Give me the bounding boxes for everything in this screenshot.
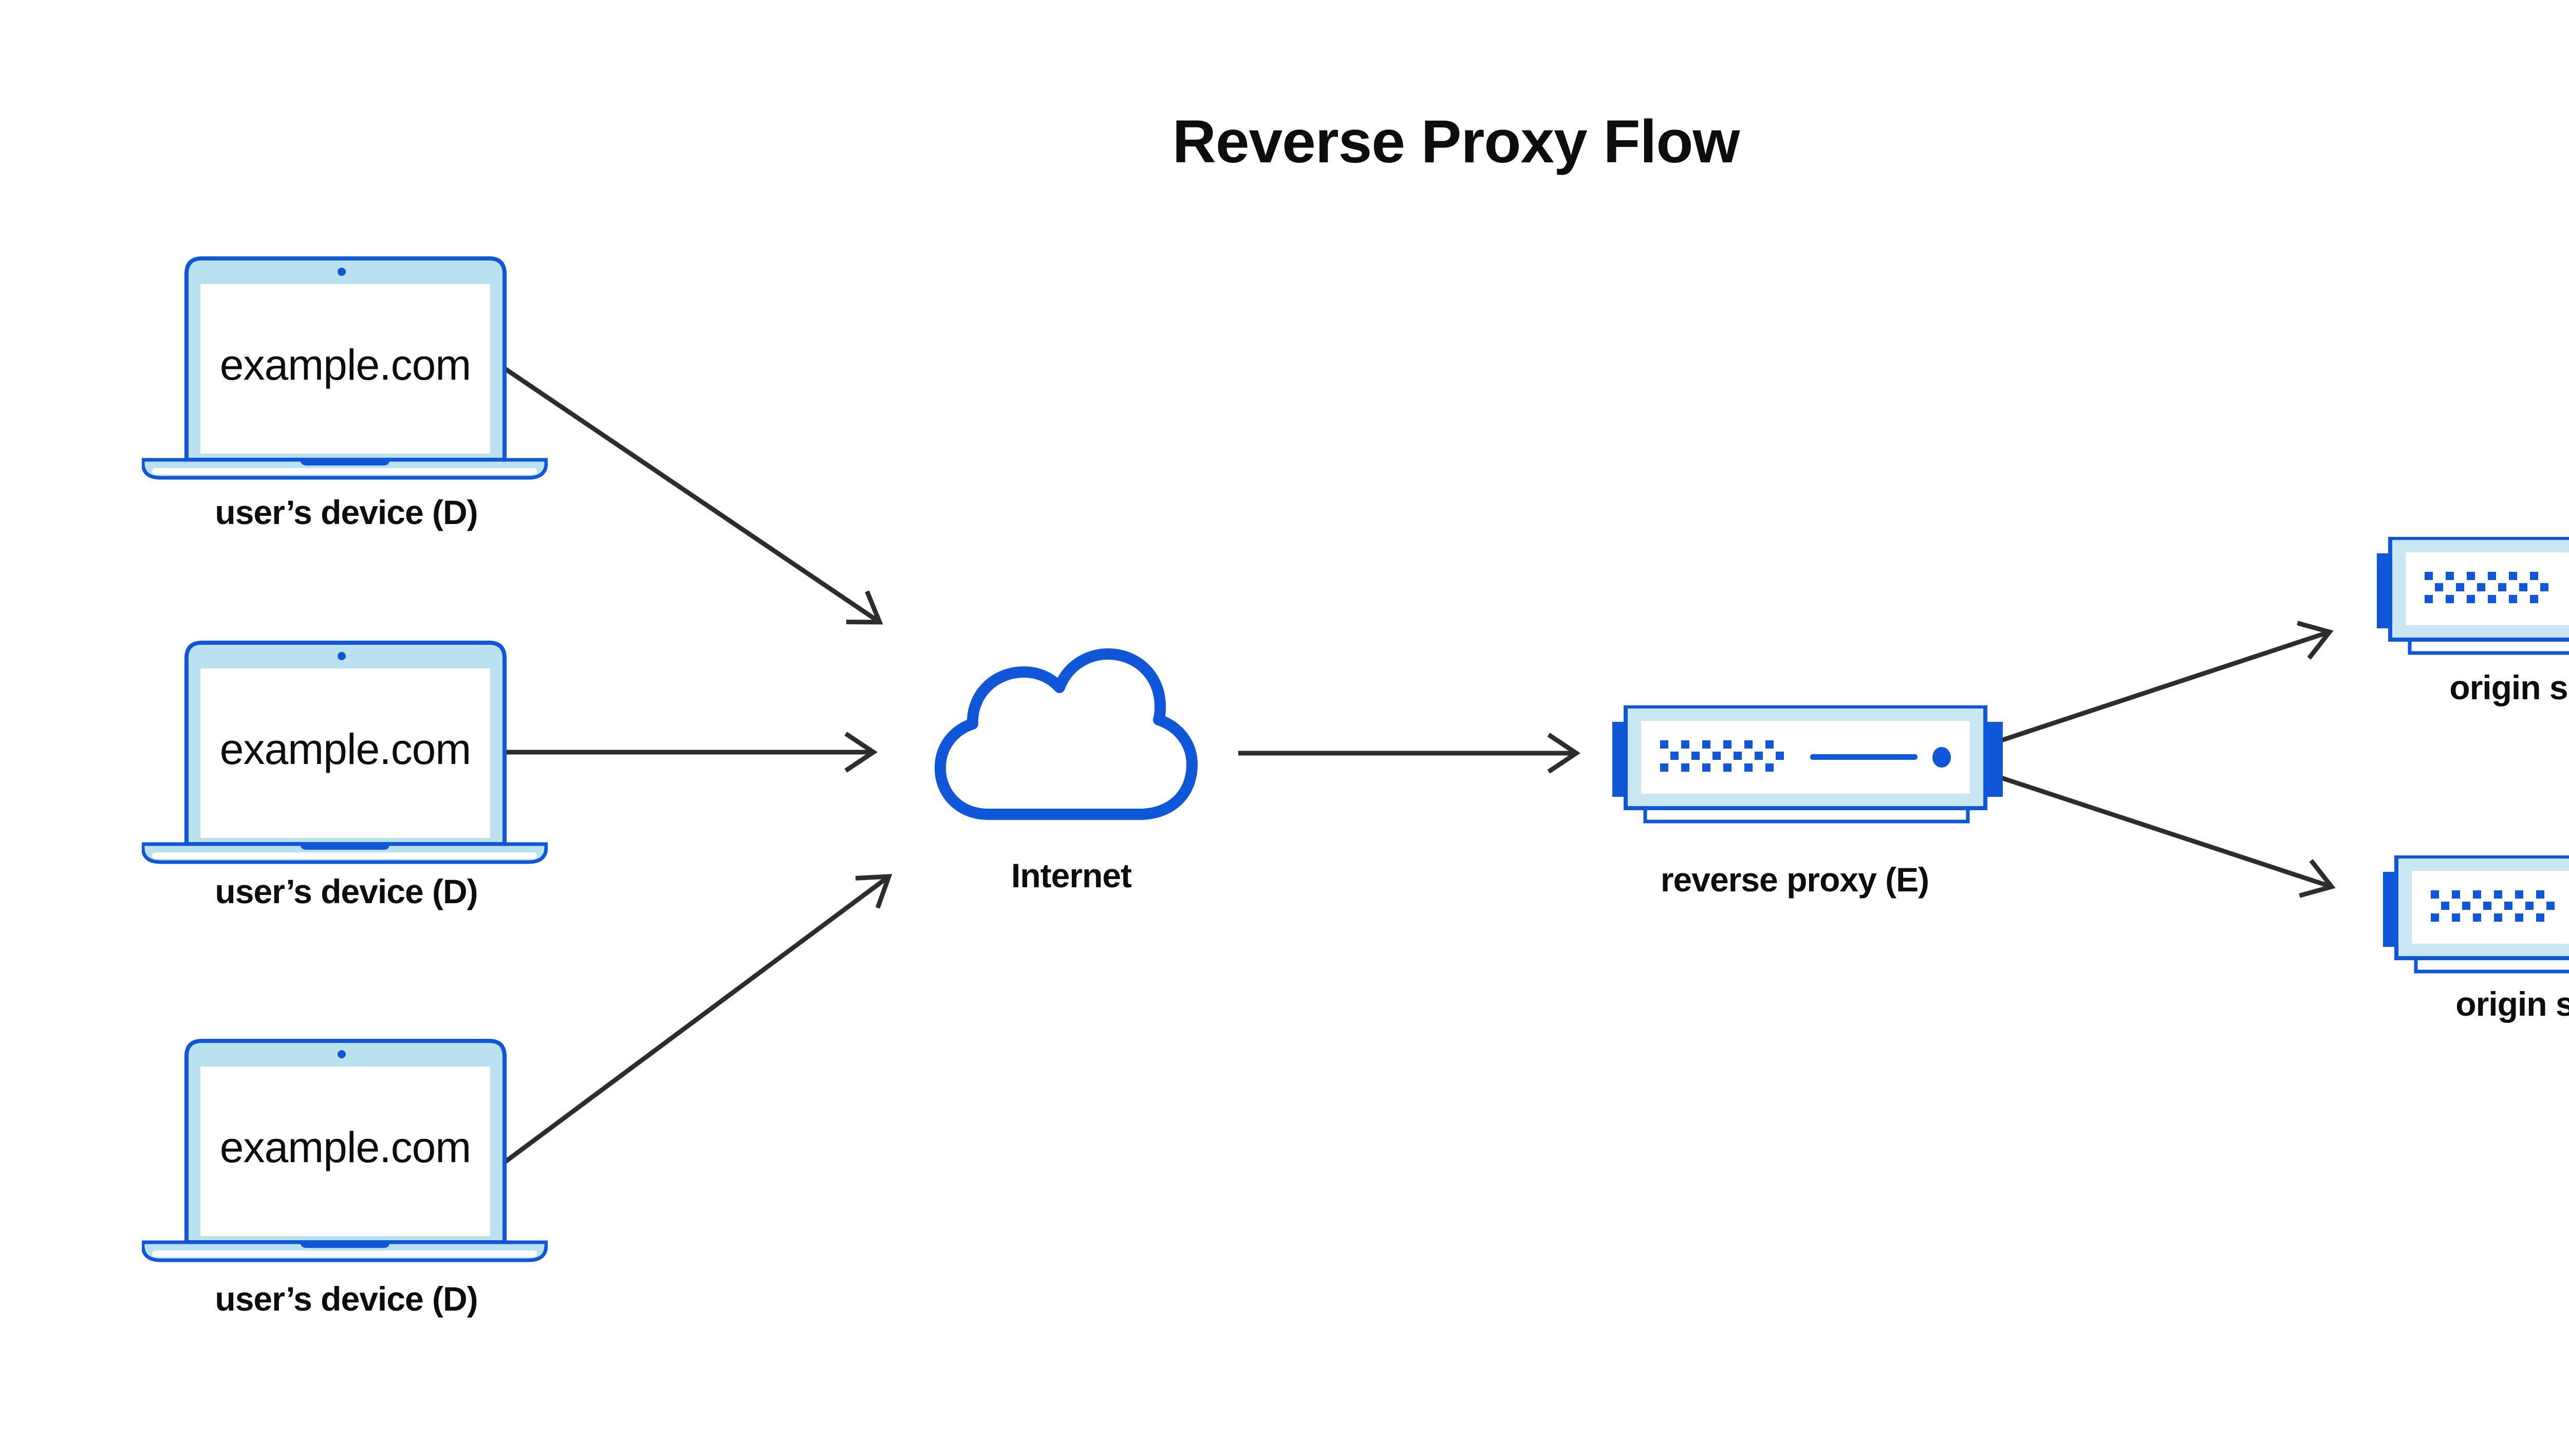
cloud-outline [935,648,1198,820]
arrow-device3-to-internet [502,874,892,1165]
diagram-title: Reverse Proxy Flow [1172,108,1740,176]
user-device-caption: user’s device (D) [215,493,478,531]
user-device-caption: user’s device (D) [215,872,478,910]
arrow-reverse-proxy-to-origin2 [1993,773,2336,898]
server-artwork [2377,538,2569,653]
server-artwork [1612,706,2003,822]
origin-server-icon [2382,855,2569,990]
origin-server-caption: origin server (F) [2455,985,2569,1023]
origin-server-icon [2376,537,2569,671]
user-device-caption: user’s device (D) [215,1280,478,1318]
laptop-screen-url: example.com [219,341,472,389]
reverse-proxy-caption: reverse proxy (E) [1660,861,1929,899]
arrow-device1-to-internet [500,364,883,625]
origin-server-caption: origin server (F) [2449,668,2569,706]
internet-cloud-icon [935,648,1198,820]
reverse-proxy-server-icon [1611,705,2004,840]
internet-label: Internet [1011,856,1132,894]
laptop-screen-url: example.com [219,1123,472,1171]
server-artwork [2383,856,2569,972]
laptop-screen-url: example.com [219,725,472,773]
arrow-reverse-proxy-to-origin1 [1993,621,2334,745]
